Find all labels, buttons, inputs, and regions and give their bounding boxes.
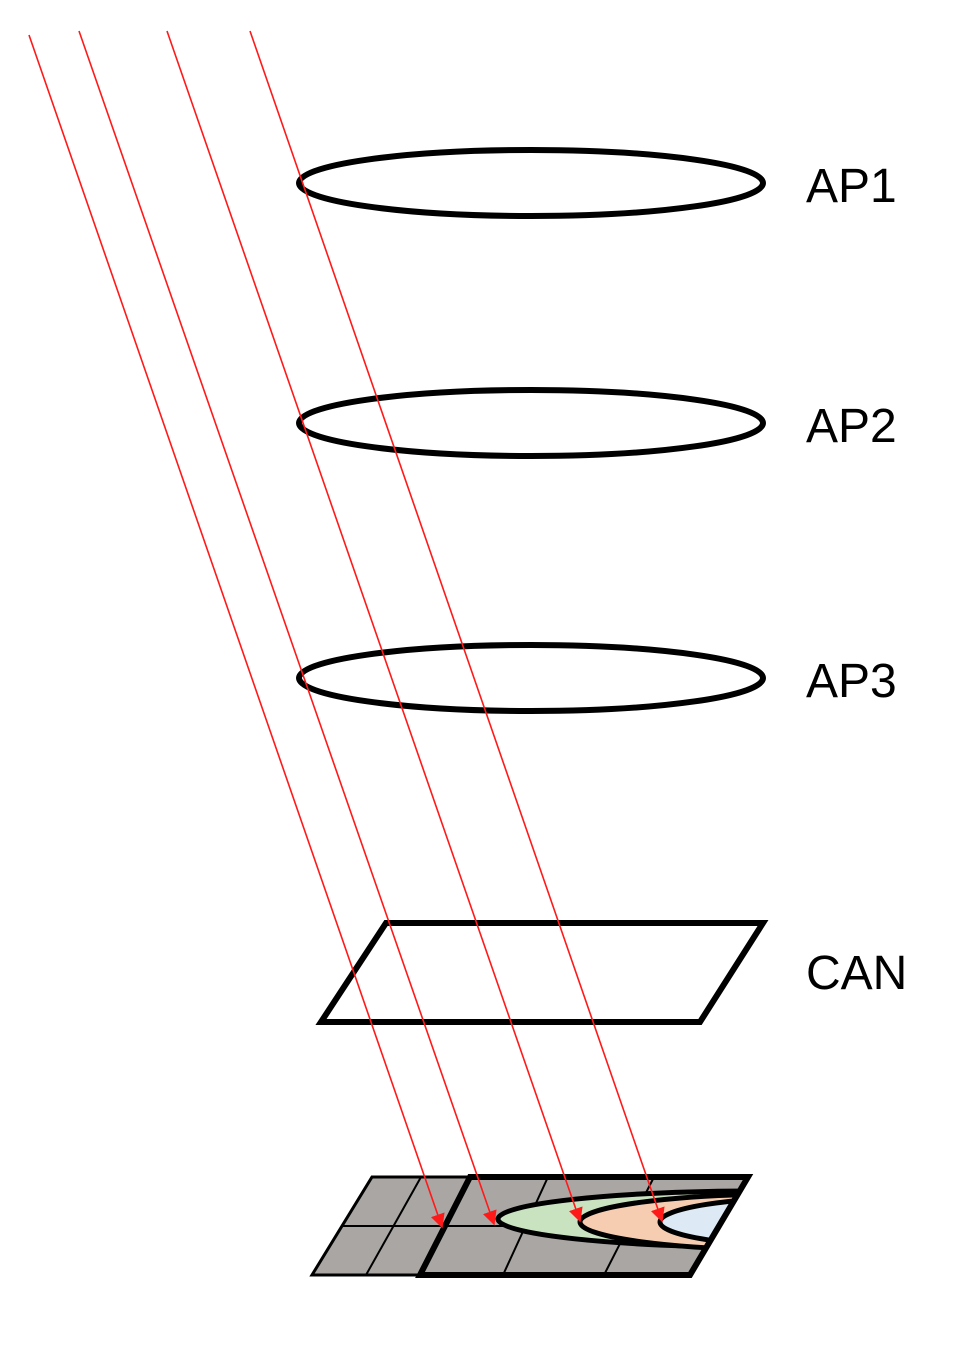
label-ap1: AP1	[806, 160, 897, 213]
ray-4	[249, 30, 665, 1223]
ray-2	[78, 30, 497, 1226]
aperture-ap1	[296, 147, 766, 219]
detector-grid-right	[415, 1174, 754, 1278]
region-green	[495, 1188, 748, 1250]
aperture-ap3	[296, 642, 766, 714]
label-ap3: AP3	[806, 655, 897, 708]
ray-1	[28, 34, 445, 1229]
ray-3	[166, 30, 583, 1223]
aperture-ap2	[296, 387, 766, 459]
can-plane	[315, 920, 769, 1025]
label-can: CAN	[806, 947, 908, 1000]
region-orange	[577, 1191, 748, 1253]
label-ap2: AP2	[806, 400, 897, 453]
